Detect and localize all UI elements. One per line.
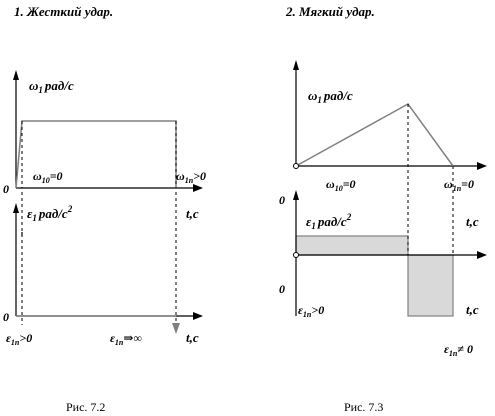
left-top-origin: 0 [3, 182, 9, 196]
right-title: 2. Мягкий удар. [285, 4, 375, 19]
right-epsilon-negative-area [407, 254, 454, 317]
right-bottom-end-time-label: t,c [466, 302, 479, 317]
left-bottom-x-arrow [193, 312, 203, 320]
left-epsilon-infinity-arrow [172, 323, 180, 334]
left-top-y-arrow [13, 70, 19, 80]
right-bottom-origin-dot [293, 252, 299, 258]
left-caption: Рис. 7.2 [66, 400, 105, 414]
right-bottom-lower-zero: 0 [279, 282, 285, 296]
right-bottom-x-arrow [477, 251, 487, 259]
right-top-end-value: ω1n=0 [444, 177, 474, 193]
left-bottom-time-label: t,c [186, 206, 199, 221]
left-top-start-value: ω10=0 [33, 169, 63, 185]
right-top-start-value: ω10=0 [326, 177, 356, 193]
left-bottom-end-value: ε1n⇒∞ [110, 331, 142, 347]
right-caption: Рис. 7.3 [344, 400, 383, 414]
right-bottom-y-arrow [293, 190, 299, 200]
right-omega-curve [295, 103, 454, 167]
left-top-x-arrow [193, 184, 203, 192]
right-bottom-end-value: ε1n≠ 0 [444, 342, 473, 358]
left-omega-curve [15, 120, 177, 189]
left-top-end-value: ω1n>0 [176, 169, 206, 185]
right-top-origin-dot [293, 163, 299, 169]
left-bottom-y-arrow [13, 203, 19, 213]
left-title: 1. Жесткий удар. [14, 4, 113, 19]
right-top-x-arrow [477, 162, 487, 170]
right-top-y-arrow [293, 60, 299, 70]
right-epsilon-positive-area [295, 235, 409, 256]
left-bottom-origin: 0 [3, 310, 9, 324]
right-bottom-time-label: t,c [466, 214, 479, 229]
right-bottom-start-value: ε1n>0 [298, 303, 324, 319]
left-bottom-end-time-label: t,c [186, 330, 199, 345]
right-bottom-upper-zero: 0 [279, 193, 285, 207]
left-bottom-start-value: ε1n>0 [6, 331, 32, 347]
